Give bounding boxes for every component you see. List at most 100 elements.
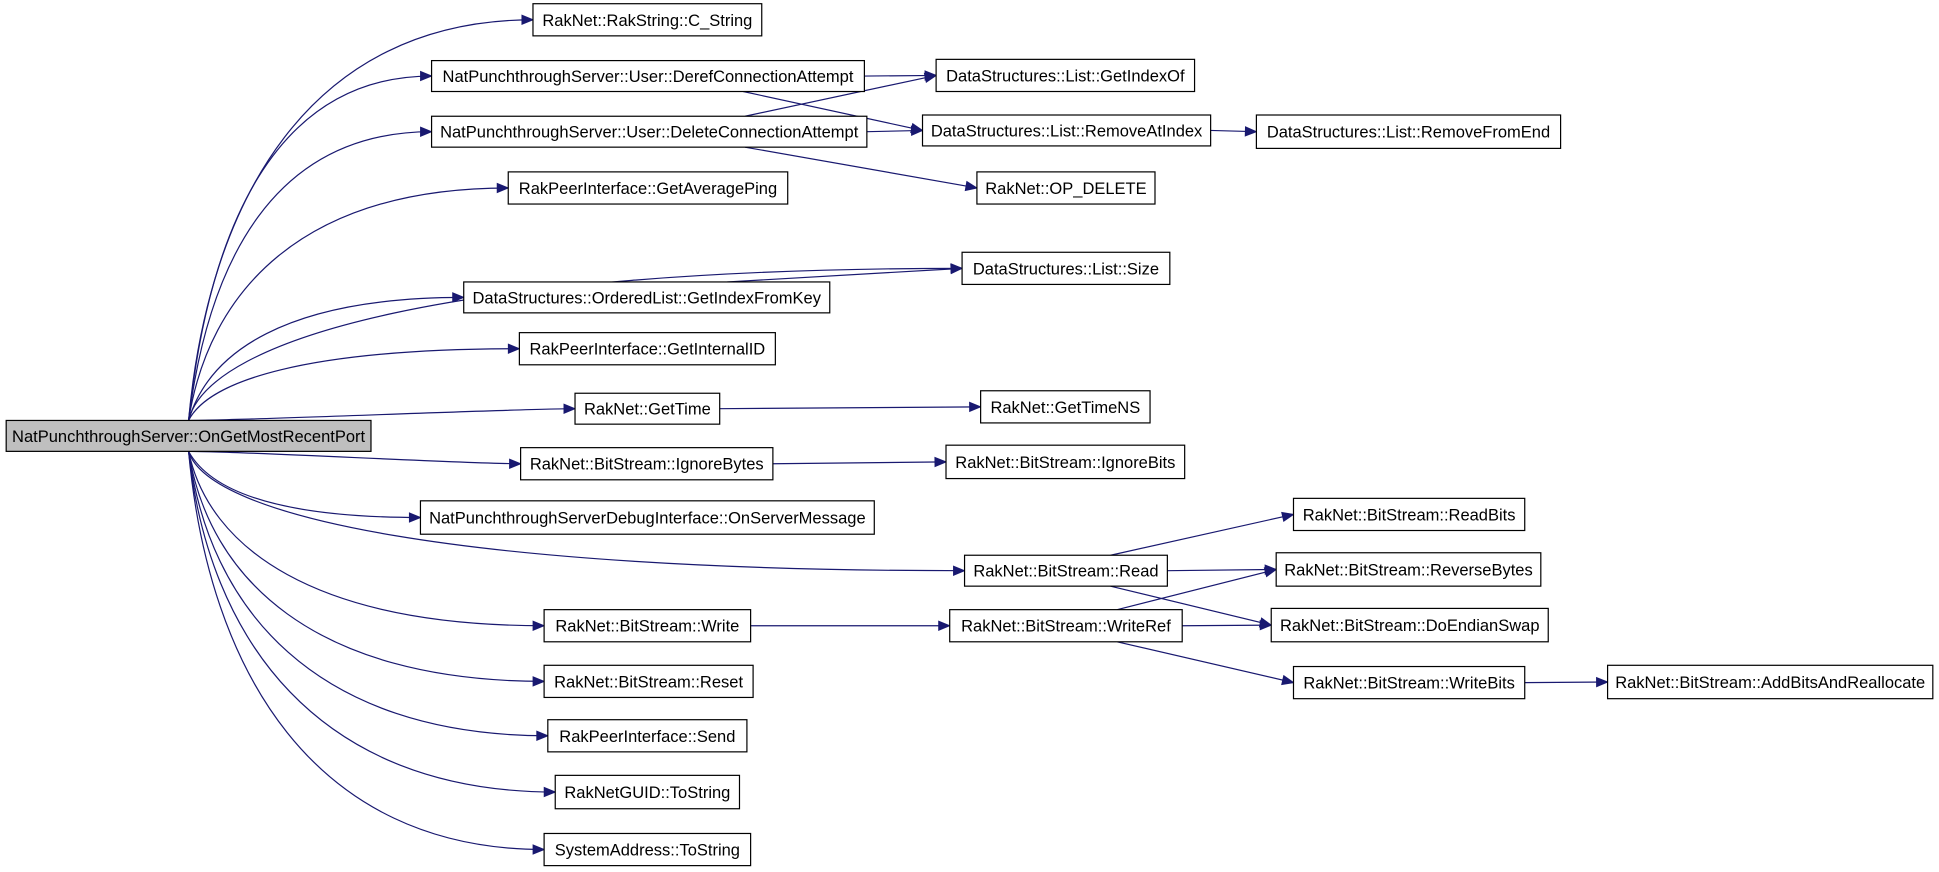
node-reset[interactable]: RakNet::BitStream::Reset — [543, 664, 754, 699]
arrowhead-read-to-read_bits — [1281, 511, 1295, 523]
node-box — [1255, 114, 1562, 149]
arrowhead-root-to-write — [532, 620, 546, 631]
node-internal-id[interactable]: RakPeerInterface::GetInternalID — [518, 332, 776, 366]
node-box — [963, 554, 1168, 587]
node-get-time[interactable]: RakNet::GetTime — [574, 392, 721, 425]
node-label: NatPunchthroughServer::User::DerefConnec… — [443, 68, 854, 86]
node-box — [1270, 607, 1549, 643]
edge-root-to-delete_ca — [187, 131, 432, 421]
node-get-time-ns[interactable]: RakNet::GetTimeNS — [980, 390, 1151, 424]
arrowhead-root-to-get_index_key — [452, 292, 466, 303]
node-send[interactable]: RakPeerInterface::Send — [547, 719, 748, 753]
node-write[interactable]: RakNet::BitStream::Write — [543, 609, 752, 643]
edge-root-to-write — [187, 451, 545, 627]
edge-root-to-deref — [187, 75, 432, 421]
arrowhead-root-to-sa_tostring — [532, 844, 546, 855]
node-read-bits[interactable]: RakNet::BitStream::ReadBits — [1292, 497, 1526, 532]
node-label: RakNet::GetTimeNS — [990, 399, 1140, 417]
edge-root-to-reset — [187, 451, 545, 682]
arrowhead-root-to-internal_id — [507, 343, 521, 354]
node-label: DataStructures::OrderedList::GetIndexFro… — [473, 289, 822, 307]
node-on-server-msg[interactable]: NatPunchthroughServerDebugInterface::OnS… — [419, 500, 875, 535]
arrowhead-root-to-ignore_bytes — [509, 458, 522, 469]
node-box — [419, 500, 875, 535]
node-ignore-bytes[interactable]: RakNet::BitStream::IgnoreBytes — [520, 447, 774, 481]
node-add-bits[interactable]: RakNet::BitStream::AddBitsAndReallocate — [1606, 664, 1934, 700]
node-label: RakPeerInterface::GetAveragePing — [519, 180, 777, 198]
node-box — [980, 390, 1151, 424]
node-deref[interactable]: NatPunchthroughServer::User::DerefConnec… — [430, 59, 865, 93]
edge-ignore_bytes-to-ignore_bits — [772, 461, 947, 465]
arrowhead-root-to-deref — [420, 70, 433, 82]
node-get-index-of[interactable]: DataStructures::List::GetIndexOf — [935, 58, 1196, 93]
node-box — [463, 281, 831, 314]
nodes-layer: NatPunchthroughServer::OnGetMostRecentPo… — [5, 3, 1934, 867]
node-box — [574, 392, 721, 425]
edge-root-to-list_size — [187, 267, 963, 421]
edge-deref-to-get_index_of — [864, 74, 937, 77]
node-delete-ca[interactable]: NatPunchthroughServer::User::DeleteConne… — [430, 115, 868, 148]
node-read[interactable]: RakNet::BitStream::Read — [963, 554, 1168, 587]
node-avg-ping[interactable]: RakPeerInterface::GetAveragePing — [507, 171, 789, 205]
node-label: RakNet::BitStream::IgnoreBytes — [530, 456, 764, 474]
node-label: SystemAddress::ToString — [555, 842, 740, 860]
node-label: RakNet::BitStream::Reset — [554, 673, 743, 691]
node-box — [945, 444, 1186, 480]
node-box — [1292, 497, 1526, 532]
node-box — [547, 719, 748, 753]
node-remove-at[interactable]: DataStructures::List::RemoveAtIndex — [921, 114, 1212, 147]
node-sa-tostring[interactable]: SystemAddress::ToString — [543, 832, 752, 867]
arrowhead-root-to-avg_ping — [496, 182, 510, 194]
node-box — [507, 171, 789, 205]
node-box — [976, 171, 1156, 205]
node-box — [518, 332, 776, 366]
node-label: NatPunchthroughServer::OnGetMostRecentPo… — [12, 428, 366, 446]
arrowhead-write_ref-to-reverse_bytes — [1263, 567, 1278, 578]
arrowhead-write_bits-to-add_bits — [1596, 676, 1609, 688]
edge-root-to-on_server_msg — [188, 451, 421, 519]
arrowhead-write_ref-to-write_bits — [1281, 674, 1295, 686]
edge-read-to-read_bits — [1110, 513, 1294, 556]
node-box — [430, 115, 868, 148]
arrowhead-root-to-c_string — [521, 14, 535, 26]
node-label: RakNet::BitStream::WriteBits — [1303, 675, 1515, 693]
node-box — [935, 58, 1196, 93]
node-root[interactable]: NatPunchthroughServer::OnGetMostRecentPo… — [5, 419, 372, 452]
arrowhead-delete_ca-to-op_delete — [964, 180, 979, 192]
node-get-index-key[interactable]: DataStructures::OrderedList::GetIndexFro… — [463, 281, 831, 314]
node-box — [1606, 664, 1934, 700]
node-label: RakNet::OP_DELETE — [985, 180, 1146, 198]
edge-delete_ca-to-op_delete — [744, 146, 978, 189]
edge-root-to-get_index_key — [188, 296, 464, 421]
node-write-ref[interactable]: RakNet::BitStream::WriteRef — [949, 609, 1183, 643]
node-endian-swap[interactable]: RakNet::BitStream::DoEndianSwap — [1270, 607, 1549, 643]
node-label: RakNet::BitStream::DoEndianSwap — [1280, 617, 1540, 635]
arrowhead-get_index_key-to-list_size — [950, 263, 964, 275]
node-op-delete[interactable]: RakNet::OP_DELETE — [976, 171, 1156, 205]
arrowhead-root-to-on_server_msg — [408, 512, 422, 523]
node-label: RakNet::BitStream::WriteRef — [961, 618, 1171, 636]
arrowhead-root-to-reset — [532, 676, 546, 687]
edge-root-to-get_time — [188, 408, 576, 422]
node-c-string[interactable]: RakNet::RakString::C_String — [532, 3, 763, 37]
node-label: DataStructures::List::Size — [973, 260, 1159, 278]
edge-get_time-to-get_time_ns — [719, 406, 981, 410]
edge-deref-to-remove_at — [743, 90, 923, 132]
edge-root-to-send — [187, 451, 548, 737]
edge-write_ref-to-endian_swap — [1182, 624, 1272, 627]
node-label: RakNet::BitStream::ReverseBytes — [1284, 561, 1533, 579]
node-ignore-bits[interactable]: RakNet::BitStream::IgnoreBits — [945, 444, 1186, 480]
node-box — [543, 664, 754, 699]
edge-root-to-sa_tostring — [187, 451, 545, 851]
node-guid-tostring[interactable]: RakNetGUID::ToString — [554, 774, 741, 810]
node-box — [5, 419, 372, 452]
node-label: RakPeerInterface::Send — [559, 728, 735, 746]
arrowhead-delete_ca-to-get_index_of — [923, 72, 938, 83]
node-label: RakPeerInterface::GetInternalID — [530, 341, 766, 359]
node-list-size[interactable]: DataStructures::List::Size — [961, 251, 1171, 286]
node-label: DataStructures::List::GetIndexOf — [946, 67, 1185, 85]
node-label: RakNet::BitStream::AddBitsAndReallocate — [1615, 674, 1925, 692]
node-remove-end[interactable]: DataStructures::List::RemoveFromEnd — [1255, 114, 1562, 149]
node-reverse-bytes[interactable]: RakNet::BitStream::ReverseBytes — [1275, 552, 1542, 587]
node-write-bits[interactable]: RakNet::BitStream::WriteBits — [1292, 665, 1526, 700]
